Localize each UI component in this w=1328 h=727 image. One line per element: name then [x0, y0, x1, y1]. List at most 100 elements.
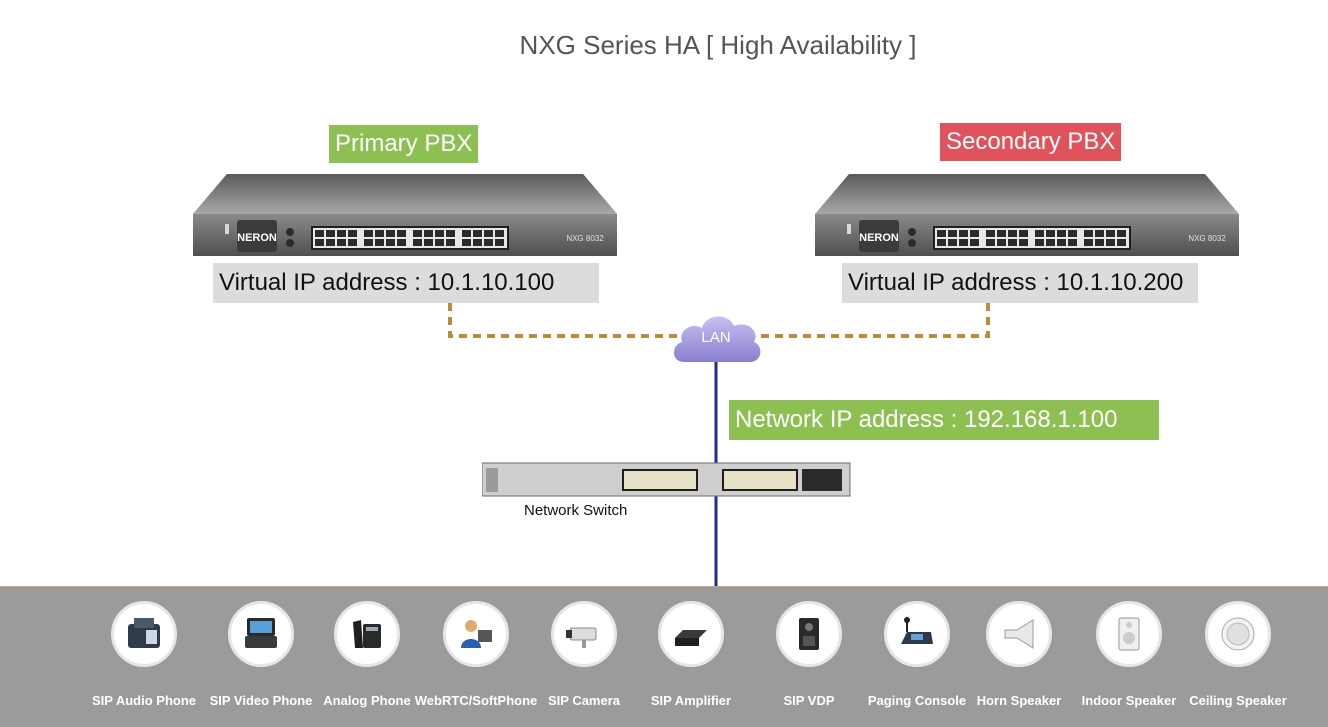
rj45-port — [1046, 239, 1055, 246]
rj45-port — [446, 239, 455, 246]
rj45-port — [348, 239, 357, 246]
lan-cloud-icon: LAN — [673, 316, 761, 362]
rj45-port — [386, 239, 395, 246]
rj45-port — [1057, 239, 1066, 246]
rj45-port — [997, 230, 1006, 237]
video-phone-icon — [245, 618, 277, 648]
rj45-port — [326, 230, 335, 237]
rj45-port — [397, 230, 406, 237]
rj45-port — [435, 230, 444, 237]
svg-text:NERON: NERON — [237, 232, 277, 244]
rj45-port — [315, 230, 324, 237]
rj45-port — [1068, 239, 1077, 246]
rj45-port — [1019, 230, 1028, 237]
rj45-port — [484, 230, 493, 237]
primary-pbx-unit: NERON NXG 8032 — [193, 174, 617, 256]
secondary-pbx-unit: NERON NXG 8032 — [815, 174, 1239, 256]
door-phone-icon — [799, 618, 819, 650]
rj45-port — [364, 230, 373, 237]
rj45-port — [1084, 239, 1093, 246]
rj45-port — [1035, 239, 1044, 246]
rj45-port — [1068, 230, 1077, 237]
rj45-port — [473, 239, 482, 246]
rj45-port — [937, 230, 946, 237]
secondary-pbx-label: Secondary PBX — [940, 123, 1122, 161]
device-indoor-speaker: Indoor Speaker — [1069, 601, 1189, 708]
paging-console-icon — [901, 617, 933, 644]
desk-phone-icon — [128, 618, 160, 648]
lan-label: LAN — [701, 329, 730, 346]
rj45-port — [970, 239, 979, 246]
rj45-port — [1106, 239, 1115, 246]
rj45-port — [337, 230, 346, 237]
rj45-port — [970, 230, 979, 237]
amplifier-icon — [675, 630, 707, 646]
rj45-port — [424, 239, 433, 246]
device-sip-vdp: SIP VDP — [749, 601, 869, 708]
rj45-port — [435, 239, 444, 246]
rj45-port — [1035, 230, 1044, 237]
rj45-port — [473, 230, 482, 237]
rj45-port — [937, 239, 946, 246]
rj45-port — [446, 230, 455, 237]
indoor-speaker-icon — [1118, 617, 1140, 651]
svg-text:NERON: NERON — [859, 232, 899, 244]
rj45-port — [1106, 230, 1115, 237]
endpoint-devices-panel: SIP Audio Phone SIP Video Phone Analog P… — [0, 586, 1328, 727]
rj45-port — [986, 239, 995, 246]
device-horn-speaker: Horn Speaker — [959, 601, 1079, 708]
rj45-port — [484, 239, 493, 246]
rj45-port — [375, 230, 384, 237]
device-webrtc-softphone: WebRTC/SoftPhone — [415, 601, 537, 708]
camera-icon — [566, 627, 597, 648]
rj45-port — [1117, 230, 1126, 237]
svg-text:NXG 8032: NXG 8032 — [1188, 234, 1226, 243]
rj45-port — [1057, 230, 1066, 237]
rj45-port — [364, 239, 373, 246]
rj45-port — [337, 239, 346, 246]
primary-pbx-label: Primary PBX — [329, 125, 479, 163]
secondary-virtual-ip: Virtual IP address : 10.1.10.200 — [842, 263, 1198, 303]
rj45-port — [986, 230, 995, 237]
primary-ports — [311, 226, 509, 250]
rj45-port — [397, 239, 406, 246]
rj45-port — [948, 239, 957, 246]
rj45-port — [1117, 239, 1126, 246]
rj45-port — [326, 239, 335, 246]
rj45-port — [1095, 230, 1104, 237]
rj45-port — [495, 230, 504, 237]
secondary-lan-link — [745, 303, 990, 338]
rj45-port — [1046, 230, 1055, 237]
rj45-port — [948, 230, 957, 237]
rj45-port — [348, 230, 357, 237]
rj45-port — [462, 239, 471, 246]
rj45-port — [1084, 230, 1093, 237]
diagram-title: NXG Series HA [ High Availability ] — [519, 30, 917, 60]
rj45-port — [424, 230, 433, 237]
primary-lan-link — [448, 303, 690, 338]
rj45-port — [386, 230, 395, 237]
device-sip-amplifier: SIP Amplifier — [631, 601, 751, 708]
secondary-ports — [933, 226, 1131, 250]
svg-text:NXG 8032: NXG 8032 — [566, 234, 604, 243]
rj45-port — [1008, 239, 1017, 246]
rj45-port — [413, 230, 422, 237]
rj45-port — [495, 239, 504, 246]
device-ceiling-speaker: Ceiling Speaker — [1178, 601, 1298, 708]
network-switch-label: Network Switch — [524, 502, 628, 519]
ceiling-speaker-icon — [1221, 617, 1255, 651]
device-sip-audio-phone: SIP Audio Phone — [84, 601, 204, 708]
rj45-port — [997, 239, 1006, 246]
rj45-port — [1095, 239, 1104, 246]
analog-phone-icon — [353, 620, 381, 648]
device-analog-phone: Analog Phone — [307, 601, 427, 708]
device-sip-video-phone: SIP Video Phone — [201, 601, 321, 708]
primary-virtual-ip: Virtual IP address : 10.1.10.100 — [213, 263, 599, 303]
network-switch-unit — [482, 462, 851, 497]
rj45-port — [375, 239, 384, 246]
device-paging-console: Paging Console — [857, 601, 977, 708]
rj45-port — [959, 239, 968, 246]
device-sip-camera: SIP Camera — [524, 601, 644, 708]
rj45-port — [315, 239, 324, 246]
